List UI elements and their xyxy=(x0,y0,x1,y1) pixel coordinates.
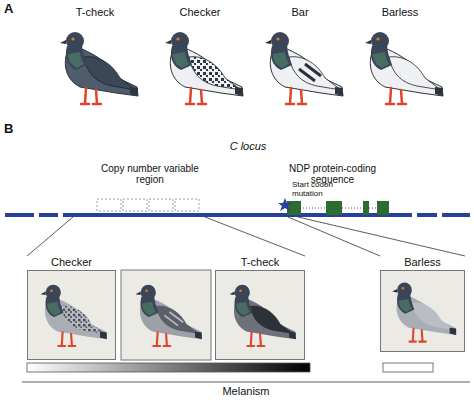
photo-t-check xyxy=(215,270,305,360)
pigeon-bar xyxy=(265,32,343,104)
photo-barless xyxy=(380,270,465,352)
photo-heading: Barless xyxy=(381,256,464,268)
photo-frame: Checker xyxy=(27,270,116,360)
barless-bar xyxy=(383,363,433,372)
photo-checker xyxy=(27,270,116,360)
photo-frame: T-check xyxy=(215,270,305,360)
melanism-axis xyxy=(22,382,470,383)
phenotype-title: Bar xyxy=(260,6,340,18)
photo-heading: Checker xyxy=(28,256,115,268)
phenotype-title: T-check xyxy=(55,6,135,18)
pigeon-checker xyxy=(165,32,243,104)
pigeon-barless xyxy=(365,32,443,104)
panel-letter: A xyxy=(4,2,24,16)
locus-title: C locus xyxy=(208,140,288,152)
photo-intermediate xyxy=(121,270,211,360)
panel-letter: B xyxy=(4,122,24,136)
pigeon-t-check xyxy=(60,32,138,104)
mutation-label: Start codon mutation xyxy=(292,180,352,198)
photo-heading: T-check xyxy=(216,256,304,268)
melanism-gradient xyxy=(27,363,310,372)
exon-boxes xyxy=(287,201,389,215)
axis-label: Melanism xyxy=(196,385,296,397)
zoom-lines xyxy=(27,217,465,256)
locus-line xyxy=(5,213,470,217)
mutation-star xyxy=(278,198,292,211)
phenotype-title: Checker xyxy=(160,6,240,18)
phenotype-title: Barless xyxy=(360,6,440,18)
copy-number-boxes xyxy=(97,199,199,211)
region-label: Copy number variable region xyxy=(95,163,205,185)
photo-frame: Barless xyxy=(380,270,465,352)
